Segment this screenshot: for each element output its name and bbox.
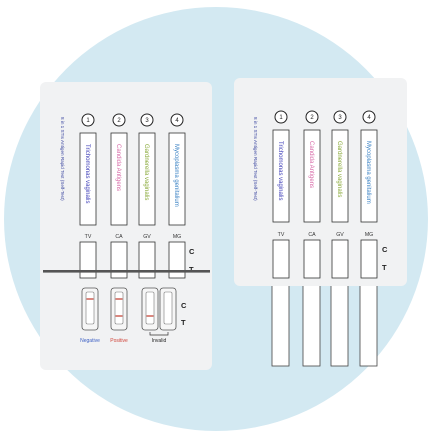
left-strip-2: 2 Candida Antigens CA xyxy=(110,113,128,279)
strip-number-circle xyxy=(140,113,154,127)
right-strip-2: 2 Candida Antigens CA xyxy=(303,110,321,279)
cut-line xyxy=(43,270,210,273)
right-card-body xyxy=(234,78,407,286)
right-strip-1: 1 Trichomonas vaginalis TV xyxy=(272,110,290,279)
strip-name: Gardnerella vaginalis xyxy=(143,144,149,200)
result-window xyxy=(303,239,321,279)
left-test-card: 8 in 1 STIs Antigen Rapid Test (Self-Tes… xyxy=(40,82,212,370)
strip-number-circle xyxy=(305,110,319,124)
strip-number: 1 xyxy=(279,115,283,121)
right-strip-4: 4 Mycoplasma genitalium MG xyxy=(360,110,378,279)
left-strip-1: 1 Trichomonas vaginalis TV xyxy=(79,113,97,279)
strip-name-box xyxy=(168,132,186,226)
strip-number: 2 xyxy=(310,115,314,121)
left-side-label: 8 in 1 STIs Antigen Rapid Test (Self-Tes… xyxy=(60,117,65,201)
strip-number: 1 xyxy=(86,118,90,124)
strip-name: Candida Antigens xyxy=(115,144,121,191)
strip-name-box xyxy=(110,132,128,226)
result-test-label: T xyxy=(181,318,186,327)
strip-code: TV xyxy=(278,232,285,238)
strip-name-box xyxy=(360,129,378,223)
strip-number: 3 xyxy=(338,115,342,121)
strip-number: 3 xyxy=(145,118,149,124)
negative-example xyxy=(81,287,99,331)
result-window xyxy=(110,241,128,279)
strip-code: GV xyxy=(336,232,344,238)
invalid-example-2 xyxy=(159,287,177,331)
result-window xyxy=(272,239,290,279)
left-strip-4: 4 Mycoplasma genitalium MG xyxy=(168,113,186,279)
strip-number-circle xyxy=(274,110,288,124)
invalid-bracket xyxy=(149,332,169,336)
result-examples: C T Negative Positive Invalid xyxy=(80,287,187,344)
result-window xyxy=(168,241,186,279)
strip-name-box xyxy=(138,132,156,226)
invalid-label: Invalid xyxy=(152,338,167,344)
strip-code: MG xyxy=(365,232,373,238)
result-window xyxy=(331,239,349,279)
result-window xyxy=(79,241,97,279)
strip-code: TV xyxy=(85,234,92,240)
strip-number: 2 xyxy=(117,118,121,124)
positive-label: Positive xyxy=(110,338,128,344)
strip-name-box xyxy=(79,132,97,226)
result-control-label: C xyxy=(181,301,187,310)
long-strip xyxy=(359,277,378,367)
control-label: C xyxy=(382,245,388,254)
test-label: T xyxy=(189,265,194,274)
right-side-label: 8 in 1 STIs Antigen Rapid Test (Self-Tes… xyxy=(253,117,258,201)
strip-number: 4 xyxy=(175,118,179,124)
strip-number-circle xyxy=(170,113,184,127)
example-window xyxy=(145,291,155,325)
result-window xyxy=(138,241,156,279)
example-window xyxy=(85,291,95,325)
strip-code: MG xyxy=(173,234,181,240)
strip-number: 4 xyxy=(367,115,371,121)
left-strip-3: 3 Gardnerella vaginalis GV xyxy=(138,113,156,279)
strip-name-box xyxy=(331,129,349,223)
strip-code: CA xyxy=(115,234,123,240)
strip-name: Trichomonas vaginalis xyxy=(277,141,283,200)
invalid-example-1 xyxy=(141,287,159,331)
long-strip xyxy=(271,277,290,367)
example-window xyxy=(114,291,124,325)
positive-example xyxy=(110,287,128,331)
strip-name-box xyxy=(272,129,290,223)
strip-code: CA xyxy=(308,232,316,238)
test-label: T xyxy=(382,263,387,272)
result-window xyxy=(360,239,378,279)
example-window xyxy=(163,291,173,325)
strip-name: Trichomonas vaginalis xyxy=(84,144,90,203)
control-label: C xyxy=(189,247,195,256)
strip-name: Mycoplasma genitalium xyxy=(173,144,179,207)
strip-name-box xyxy=(303,129,321,223)
long-strip xyxy=(330,277,349,367)
strip-number-circle xyxy=(112,113,126,127)
strip-name: Mycoplasma genitalium xyxy=(365,141,371,204)
strip-name: Candida Antigens xyxy=(308,141,314,188)
strip-number-circle xyxy=(333,110,347,124)
strip-number-circle xyxy=(362,110,376,124)
right-test-card: 8 in 1 STIs Antigen Rapid Test (Self-Tes… xyxy=(234,78,407,367)
right-strip-3: 3 Gardnerella vaginalis GV xyxy=(331,110,349,279)
strip-number-circle xyxy=(81,113,95,127)
negative-label: Negative xyxy=(80,338,100,344)
long-strip xyxy=(302,277,321,367)
strip-code: GV xyxy=(143,234,151,240)
strip-name: Gardnerella vaginalis xyxy=(336,141,342,197)
